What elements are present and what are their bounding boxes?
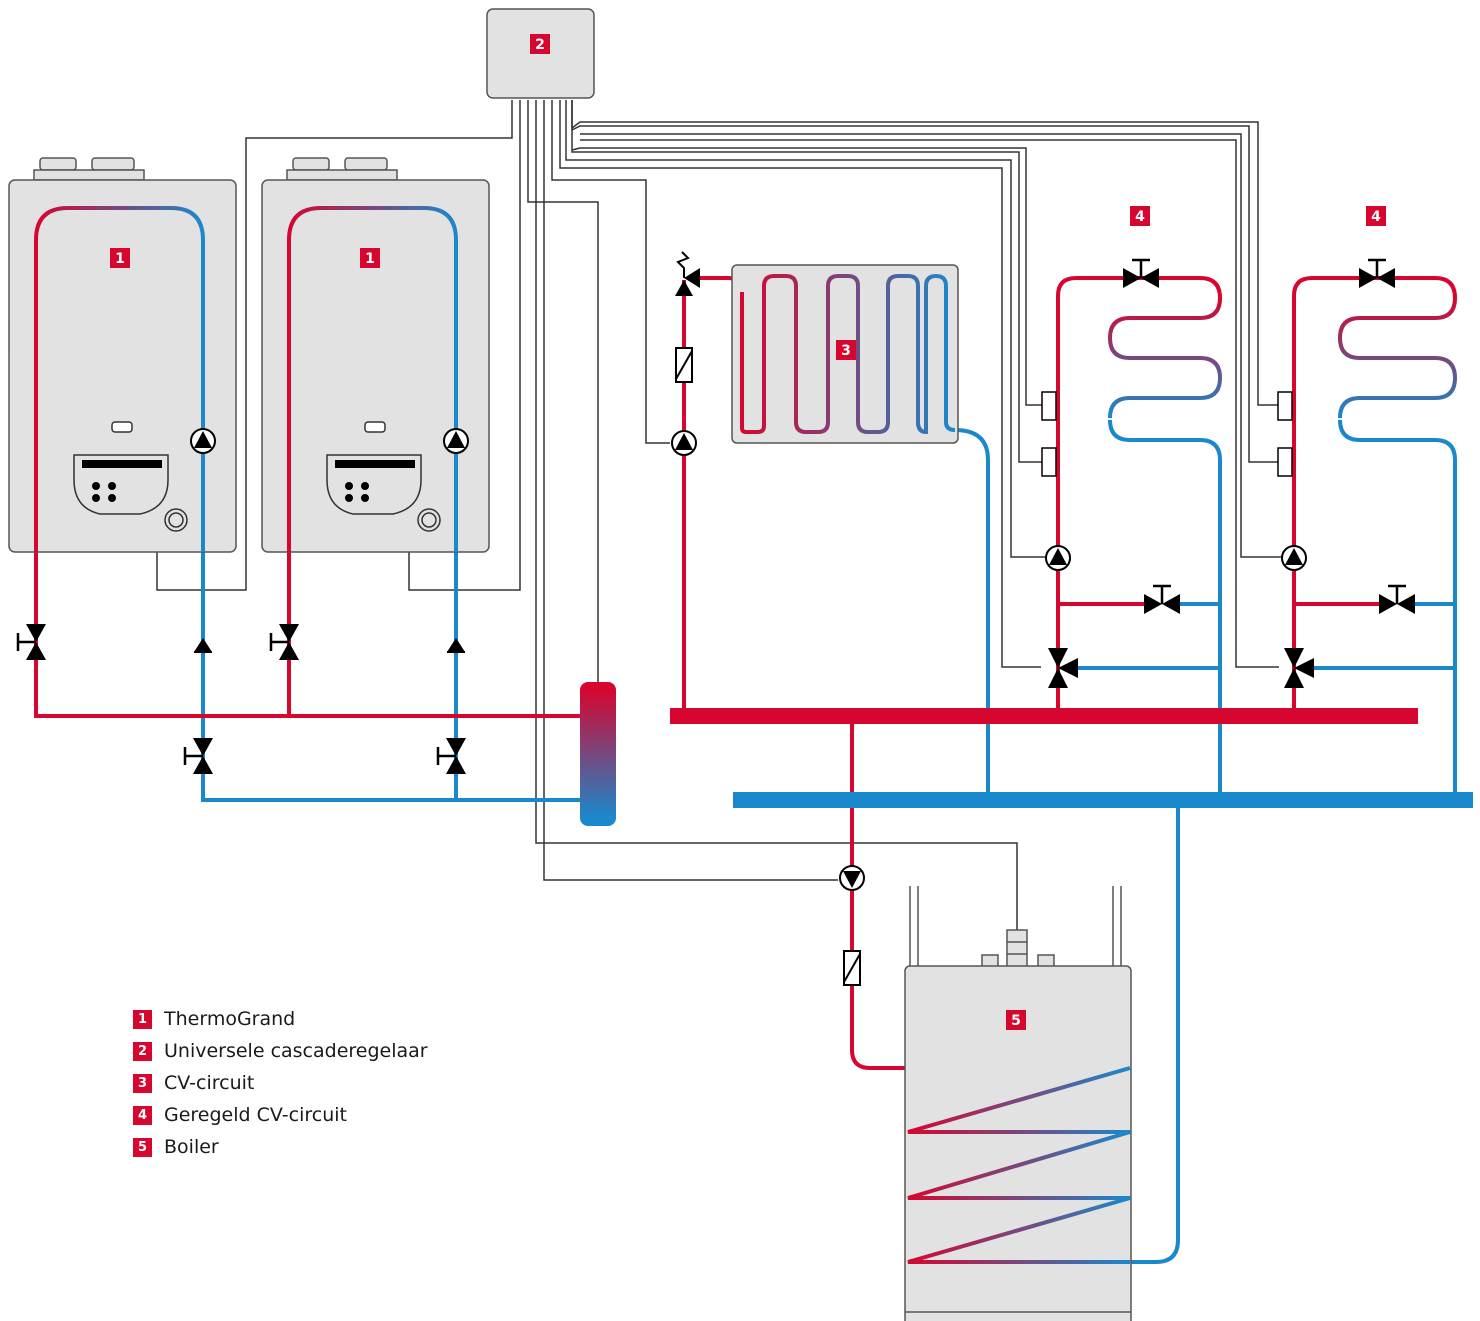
flow-header (670, 708, 1418, 724)
badge-boiler-1: 1 (115, 251, 125, 267)
pump-icon (671, 430, 697, 456)
legend-label: Universele cascaderegelaar (164, 1040, 428, 1062)
regulated-circuit-1: 4 (1041, 206, 1150, 477)
pump-icon (190, 428, 216, 454)
valve-icon (436, 736, 468, 776)
valve-icon (1121, 258, 1161, 290)
valve-icon (269, 622, 301, 662)
sensor-icon (675, 347, 693, 383)
legend-item: 1 ThermoGrand (133, 1003, 428, 1035)
legend-label: CV-circuit (164, 1072, 255, 1094)
valve-icon (1357, 258, 1397, 290)
three-way-valve-icon (1048, 648, 1078, 688)
legend-badge: 5 (133, 1137, 152, 1157)
badge-controller: 2 (535, 37, 545, 53)
badge-boiler-2: 1 (365, 251, 375, 267)
legend-badge: 2 (133, 1041, 152, 1061)
legend-item: 5 Boiler (133, 1131, 428, 1163)
pump-icon (1281, 545, 1307, 571)
check-valve-icon (446, 637, 466, 653)
badge-cv-circuit: 3 (841, 343, 851, 359)
return-header (733, 792, 1473, 808)
legend-label: ThermoGrand (164, 1008, 296, 1030)
legend-badge: 3 (133, 1073, 152, 1093)
badge-storage-boiler: 5 (1011, 1013, 1021, 1029)
sensor-icon (843, 950, 861, 986)
boiler-unit-2: 1 (261, 157, 490, 553)
storage-boiler: 5 (904, 886, 1132, 1321)
return-pipes (201, 419, 1457, 1264)
valve-icon (16, 622, 48, 662)
badge-regulated-1: 4 (1135, 209, 1145, 225)
regulated-coils (1107, 297, 1458, 419)
badge-regulated-2: 4 (1371, 209, 1381, 225)
three-way-valve-icon (1284, 648, 1314, 688)
pump-icon (1045, 545, 1071, 571)
cascade-controller: 2 (486, 8, 595, 99)
legend-badge: 4 (133, 1105, 152, 1125)
legend-item: 2 Universele cascaderegelaar (133, 1035, 428, 1067)
check-valve-icon (193, 637, 213, 653)
safety-valve-icon (675, 251, 700, 296)
legend-label: Geregeld CV-circuit (164, 1104, 347, 1126)
radiator-circuit: 3 (731, 264, 959, 444)
legend-item: 3 CV-circuit (133, 1067, 428, 1099)
regulated-circuit-2: 4 (1277, 206, 1386, 477)
valve-icon (1377, 584, 1417, 616)
legend-item: 4 Geregeld CV-circuit (133, 1099, 428, 1131)
hydraulic-separator (580, 682, 616, 826)
legend: 1 ThermoGrand 2 Universele cascaderegela… (133, 1003, 428, 1163)
pump-icon (443, 428, 469, 454)
legend-label: Boiler (164, 1136, 219, 1158)
pump-icon (839, 865, 865, 891)
control-wiring (156, 100, 1283, 930)
valve-icon (183, 736, 215, 776)
boiler-unit-1: 1 (8, 157, 237, 553)
legend-badge: 1 (133, 1009, 152, 1029)
valve-icon (1142, 584, 1182, 616)
